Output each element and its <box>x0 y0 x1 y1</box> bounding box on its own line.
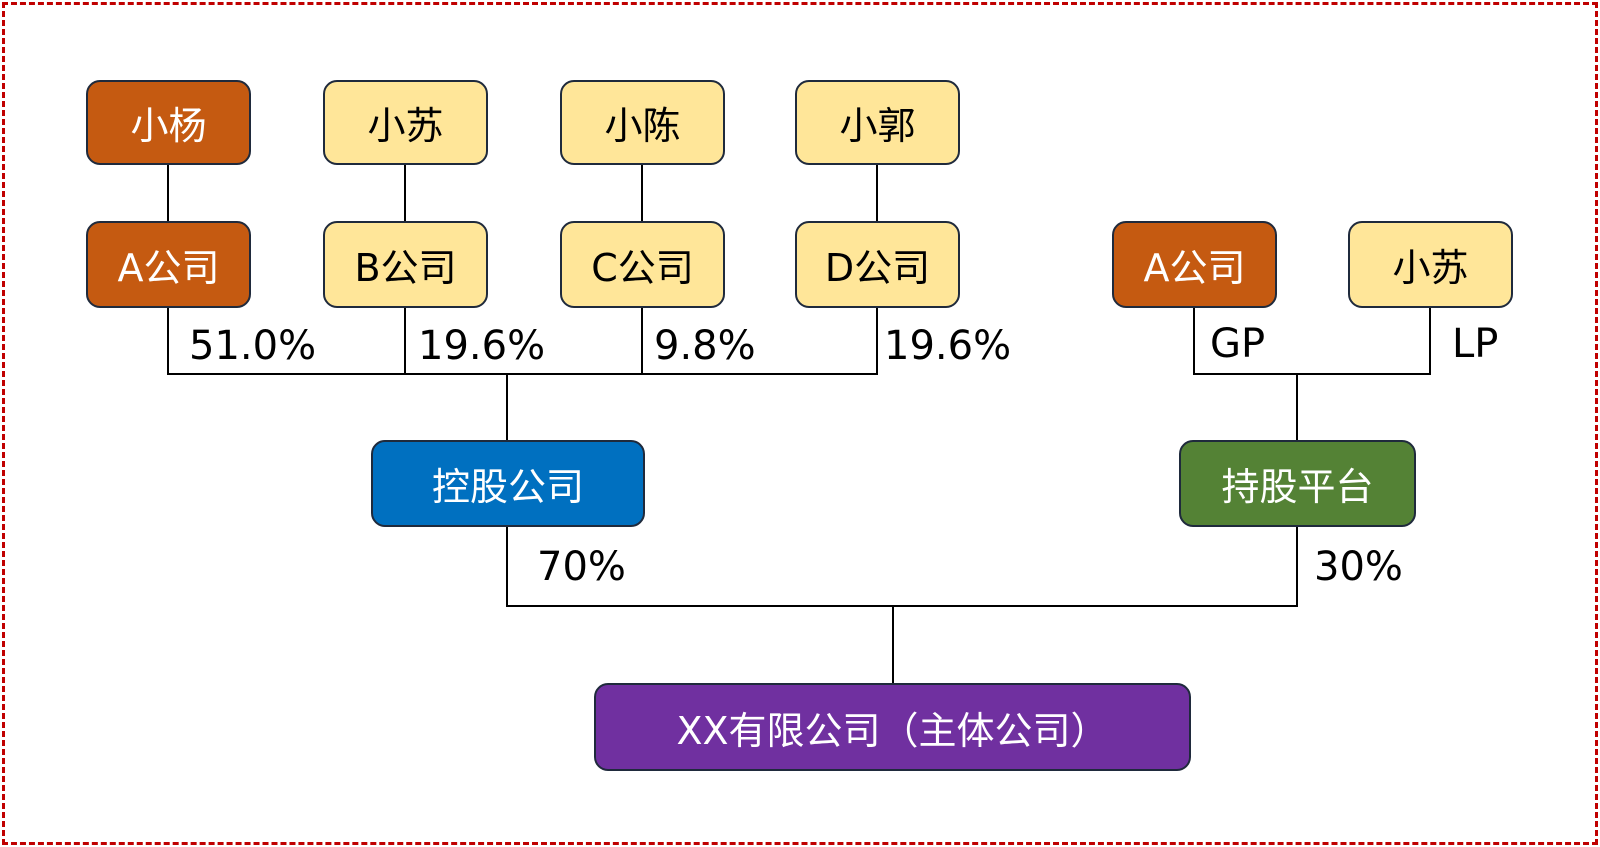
share-label: 51.0% <box>189 323 317 369</box>
connector <box>876 165 878 221</box>
platform-gp-company: A公司 <box>1112 221 1277 308</box>
share-label: 9.8% <box>654 323 756 369</box>
connector <box>404 308 406 375</box>
company-c: C公司 <box>560 221 725 308</box>
company-d: D公司 <box>795 221 960 308</box>
connector <box>1296 373 1298 440</box>
company-a: A公司 <box>86 221 251 308</box>
person-xiaochen: 小陈 <box>560 80 725 165</box>
connector <box>167 165 169 221</box>
connector <box>876 308 878 375</box>
connector <box>1193 373 1431 375</box>
connector <box>506 605 1298 607</box>
main-company: XX有限公司（主体公司） <box>594 683 1191 771</box>
share-label: 19.6% <box>884 323 1012 369</box>
connector <box>1296 527 1298 607</box>
platform-lp-person: 小苏 <box>1348 221 1513 308</box>
shareholding-platform: 持股平台 <box>1179 440 1416 527</box>
connector <box>1193 308 1195 375</box>
platform-share-label: 30% <box>1314 544 1403 590</box>
connector <box>404 165 406 221</box>
holding-company: 控股公司 <box>371 440 645 527</box>
gp-label: GP <box>1210 321 1266 367</box>
person-xiaosu: 小苏 <box>323 80 488 165</box>
person-xiaoyang: 小杨 <box>86 80 251 165</box>
connector <box>506 527 508 607</box>
company-b: B公司 <box>323 221 488 308</box>
connector <box>506 373 508 440</box>
lp-label: LP <box>1452 321 1499 367</box>
connector <box>167 308 169 375</box>
holding-share-label: 70% <box>537 544 626 590</box>
connector <box>1429 308 1431 375</box>
connector <box>167 373 878 375</box>
connector <box>641 165 643 221</box>
connector <box>641 308 643 375</box>
share-label: 19.6% <box>418 323 546 369</box>
connector <box>892 605 894 683</box>
person-xiaoguo: 小郭 <box>795 80 960 165</box>
